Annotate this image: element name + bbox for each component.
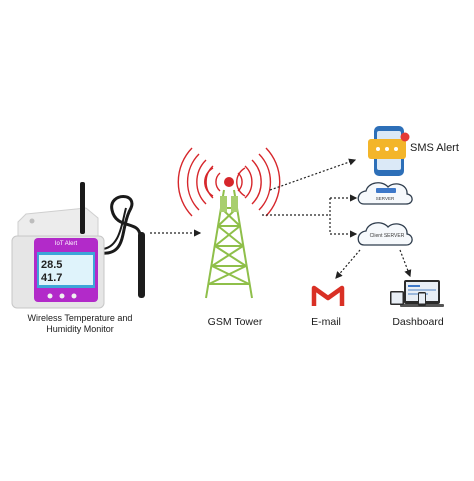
- device-header: IoT Alert: [54, 241, 78, 247]
- dashboard-label: Dashboard: [392, 316, 444, 328]
- device-humidity: 41.7: [41, 272, 63, 284]
- device-label-line1: Wireless Temperature and: [27, 313, 133, 323]
- sms-phone-icon: [368, 126, 410, 176]
- cloud-server-label: SERVER: [376, 196, 395, 201]
- device-label: Wireless Temperature and Humidity Monito…: [0, 313, 160, 335]
- dashboard-devices-icon: [390, 280, 444, 307]
- email-label: E-mail: [311, 316, 341, 328]
- gsm-tower-label: GSM Tower: [207, 316, 263, 328]
- connector-lines: [150, 158, 412, 279]
- client-server-icon: Client SERVER: [357, 222, 413, 246]
- device-label-line2: Humidity Monitor: [46, 324, 114, 334]
- gmail-icon: [311, 285, 345, 306]
- iot-monitor-icon: [11, 182, 145, 309]
- device-temperature: 28.5: [41, 259, 63, 271]
- cloud-server-icon: SERVER: [357, 182, 413, 205]
- sms-alert-label: SMS Alert: [410, 142, 459, 154]
- gsm-tower-icon: [177, 147, 281, 299]
- client-server-label: Client SERVER: [370, 233, 405, 239]
